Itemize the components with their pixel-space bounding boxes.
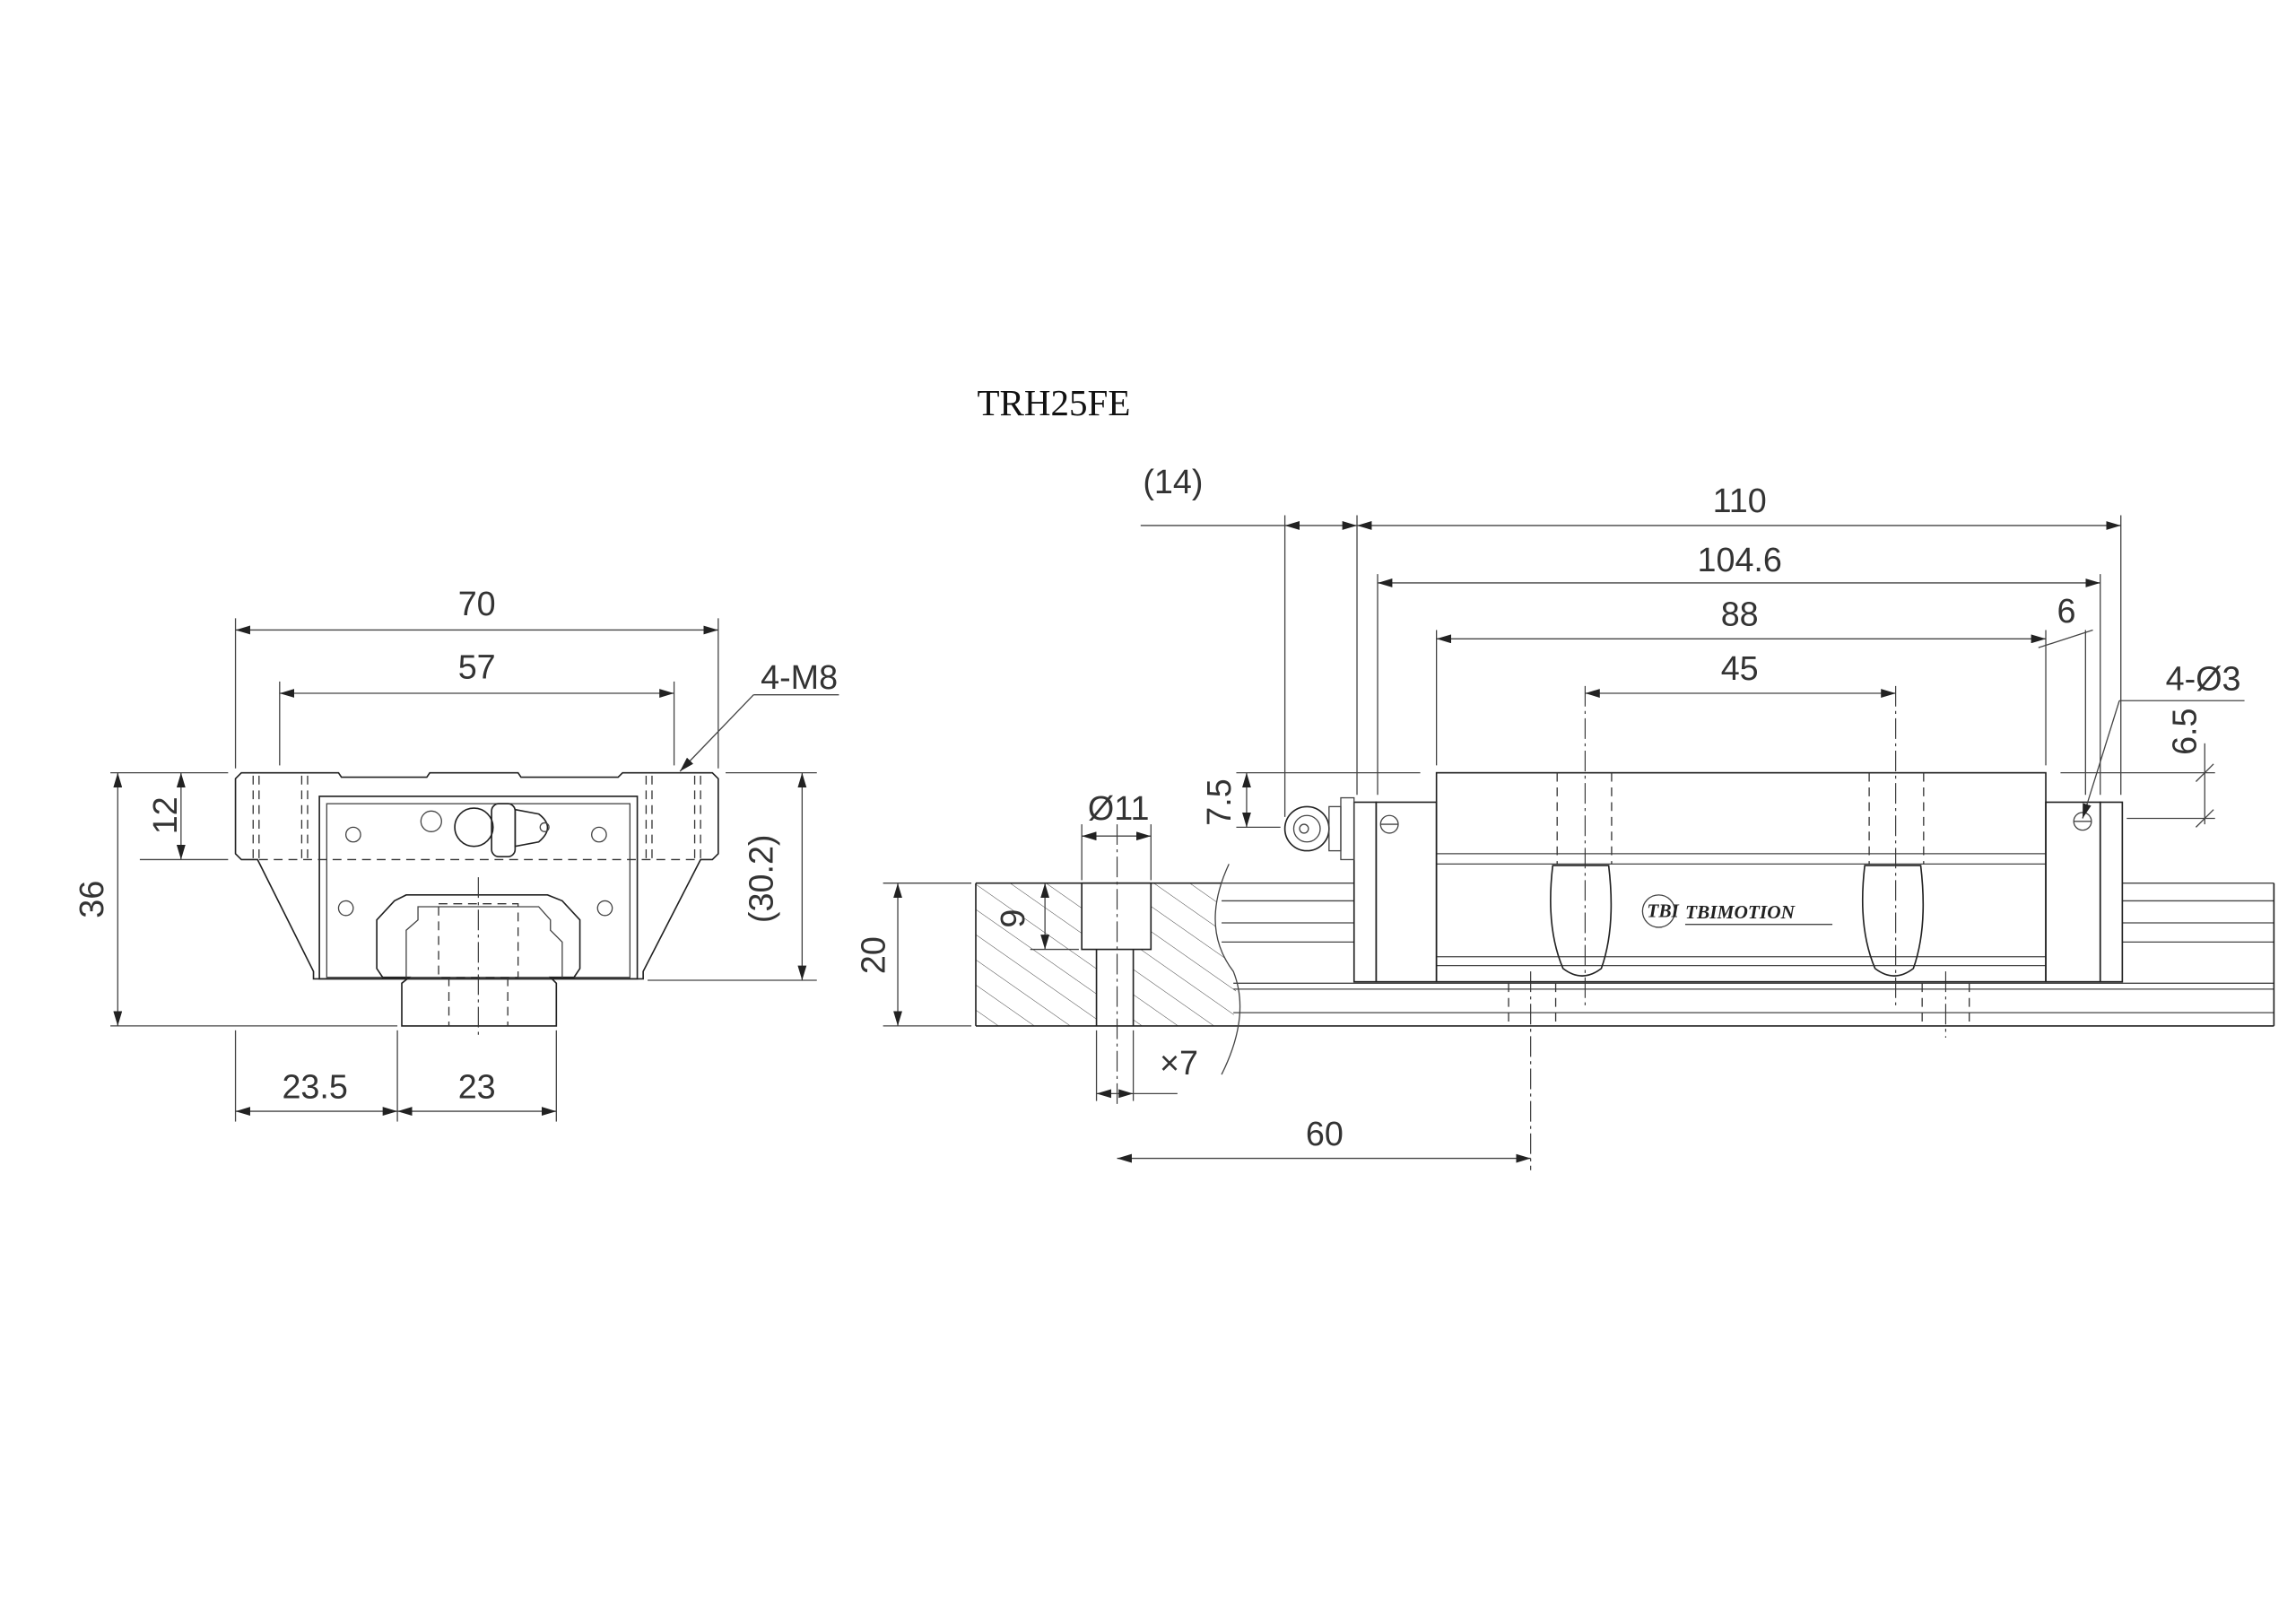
dim-rail-width: 23 (458, 1067, 496, 1105)
end-cap-right (2045, 801, 2101, 983)
dim-rail-height: 20 (854, 936, 891, 974)
end-cap-left (1375, 801, 1438, 983)
drawing-title: TRH25FE (978, 382, 1131, 423)
dim-nipple-height: 7.5 (1200, 778, 1238, 825)
dim-hole-dia: ×7 (1160, 1044, 1198, 1082)
svg-text:TBI: TBI (1647, 900, 1679, 921)
dim-side-offset: 23.5 (282, 1067, 347, 1105)
screw-icon (596, 900, 613, 917)
pin-callout: 4-Ø3 (2166, 660, 2241, 698)
dim-hole-pitch: 57 (458, 648, 496, 686)
thread-callout: 4-M8 (761, 658, 838, 696)
dim-block-height: (30.2) (743, 835, 780, 924)
screw-icon (420, 810, 442, 832)
grease-nipple-icon (454, 803, 550, 857)
counterbore (1081, 882, 1152, 951)
dim-rail-hole-pitch: 60 (1306, 1115, 1344, 1152)
rail-profile (376, 894, 581, 1027)
dim-pin-height: 6.5 (2165, 708, 2203, 754)
dim-width: 70 (458, 585, 496, 622)
dim-overall-length: 110 (1713, 482, 1767, 519)
front-view: 70 57 4-M8 36 12 (30.2) 23.5 23 (73, 585, 839, 1122)
dim-counterbore-dia: Ø11 (1088, 789, 1150, 827)
dim-end-offset: 6 (2057, 592, 2076, 630)
grease-nipple-icon (1283, 796, 1355, 861)
dim-counterbore-depth: 9 (994, 909, 1031, 928)
end-seal-left (1352, 801, 1378, 983)
screw-icon (344, 826, 361, 843)
tbimotion-logo: TBI TBIMOTION (1641, 894, 1833, 928)
dim-total-height: 36 (73, 881, 110, 918)
carriage-body (1435, 771, 2047, 983)
dim-body-length: 104.6 (1697, 541, 1781, 578)
dim-flange-height: 12 (146, 796, 184, 834)
dim-steel-body: 88 (1721, 596, 1759, 633)
screw-icon (337, 900, 354, 917)
dim-hole-pitch: 45 (1721, 649, 1759, 687)
side-view: TBI TBIMOTION (854, 463, 2275, 1170)
dim-nipple-length: (14) (1143, 463, 1203, 500)
block-outline (234, 771, 719, 980)
end-seal-right (2099, 801, 2124, 983)
svg-text:TBIMOTION: TBIMOTION (1685, 901, 1796, 923)
screw-icon (591, 826, 607, 843)
